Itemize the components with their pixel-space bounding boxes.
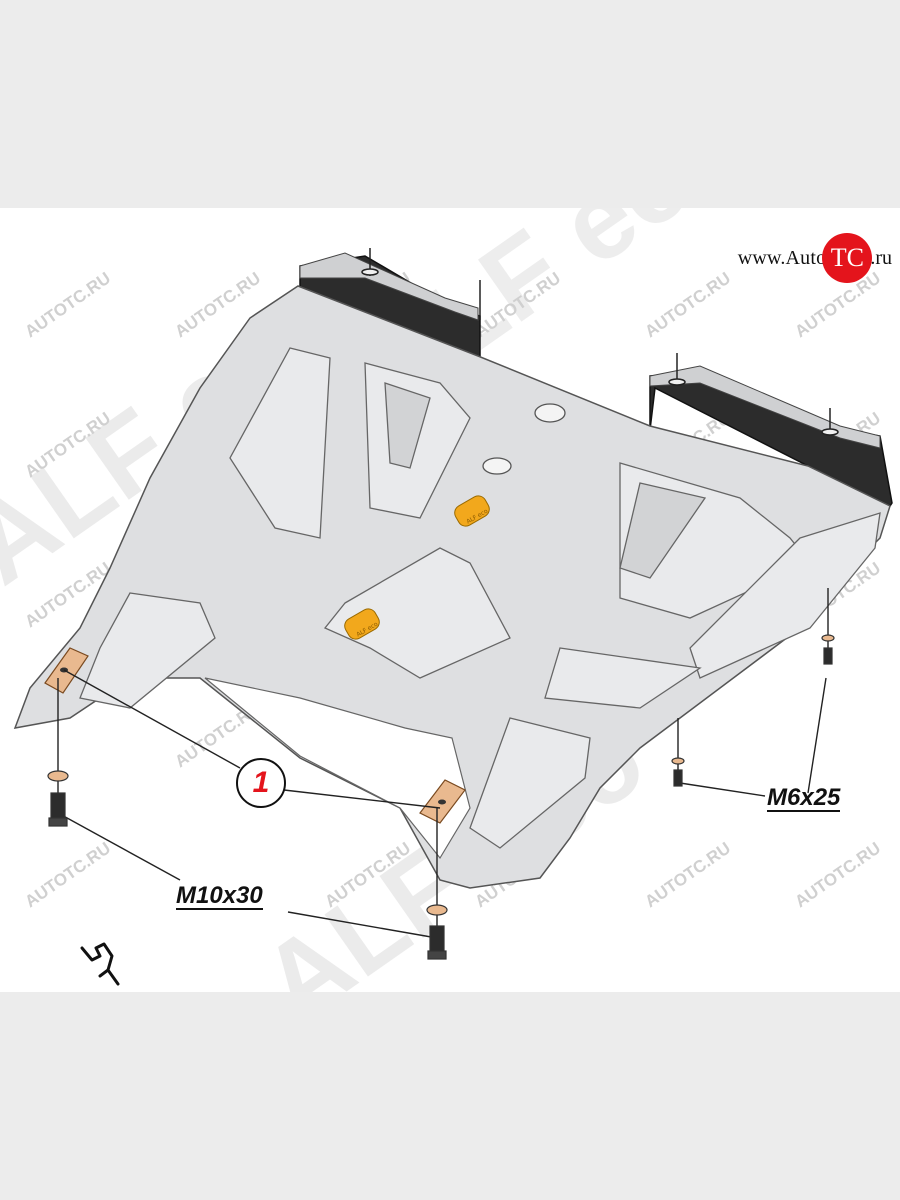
rib-center [323,547,511,679]
washer-icon [47,770,69,782]
bolt-front-label: M10x30 [176,882,263,910]
bracket-right-hole [438,799,446,805]
bolt-lines [57,588,829,953]
watermark-text: AUTOTC.RU [21,268,114,341]
rib-right-inner [619,482,707,579]
washer-icon [671,757,685,765]
bolt-icon [50,792,66,822]
plate-tag: ALF eco [344,608,380,640]
bolt-icon [823,647,833,665]
bolt-icon [673,769,683,787]
bolt-rear-label: M6x25 [767,784,841,812]
rib-left [229,347,331,539]
diagram-panel: ALF eco ALF eco ALF eco AUTOTC.RU AUTOTC… [0,208,900,992]
logo-suffix: .ru [870,246,892,269]
autotc-logo: www.Auto TC .ru [738,228,892,288]
part-number-badge: 1 [236,758,286,808]
flange-top [299,252,479,321]
rib-right-lower [544,647,702,709]
watermark-text: AUTOTC.RU [21,838,114,911]
plate-hole [534,403,566,423]
logo-prefix: www.Auto [737,246,827,269]
watermark-text: AUTOTC.RU [641,268,734,341]
wrench-icon [80,942,120,986]
logo-circle: TC [822,233,873,283]
washer-icon [821,634,835,642]
skid-plate-diagram: ALF eco ALF eco ALF eco AUTOTC.RU AUTOTC… [0,208,893,992]
flange-top-right [649,365,881,449]
front-cutout [204,677,471,860]
watermark-text: AUTOTC.RU [791,838,884,911]
rib-far-right [689,512,881,679]
fasteners [47,634,835,960]
rib-front-left [79,592,216,709]
flange-studs [361,248,839,436]
bolt-icon [429,925,445,955]
plate-ribs [79,347,881,849]
plate-hole [482,457,512,475]
rib-mid-inner [384,382,431,469]
rib-front-right [469,717,591,849]
washer-icon [426,904,448,916]
watermark-text: AUTOTC.RU [641,838,734,911]
